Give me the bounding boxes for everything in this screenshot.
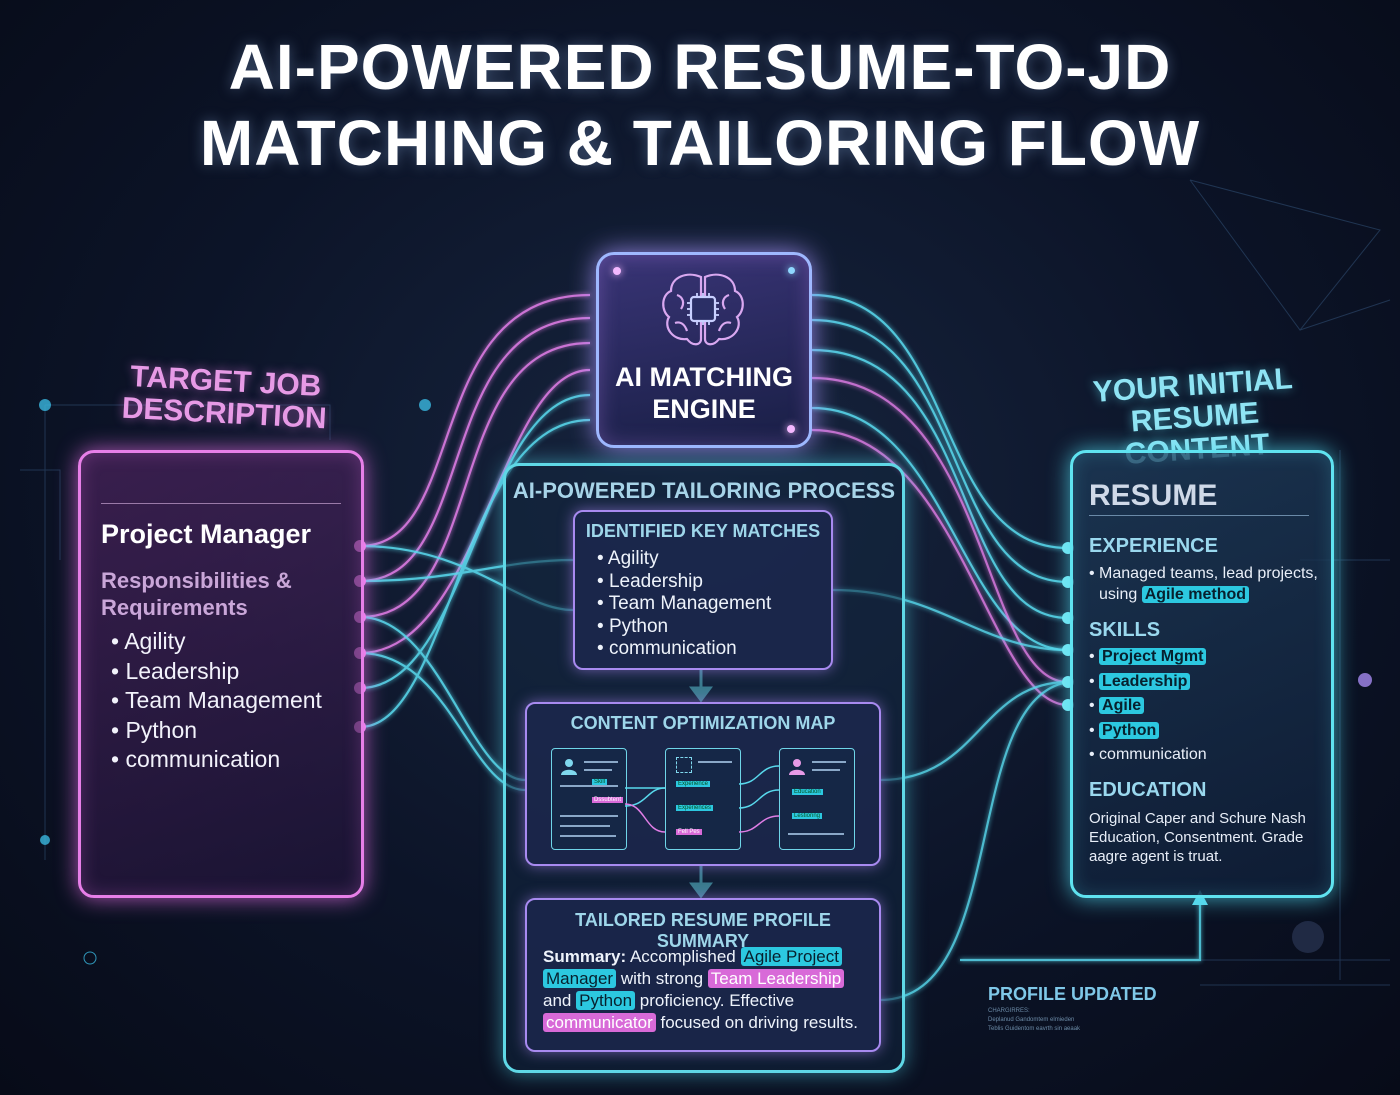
divider xyxy=(1089,515,1309,516)
skill-item: Leadership xyxy=(1089,670,1207,695)
person-icon xyxy=(789,759,805,775)
list-item: Python xyxy=(111,716,322,746)
skill-item: Python xyxy=(1089,719,1207,744)
education-heading: EDUCATION xyxy=(1089,779,1207,801)
summary-lead: Summary: xyxy=(543,947,627,966)
experience-line: using xyxy=(1099,586,1138,603)
experience-highlight: Agile method xyxy=(1141,586,1250,603)
summary-text-part: with strong xyxy=(620,969,704,988)
experience-heading: EXPERIENCE xyxy=(1089,535,1218,557)
list-item: communication xyxy=(111,745,322,775)
education-line: Education, Consentment. Grade xyxy=(1089,829,1304,846)
profile-summary-box: TAILORED RESUME PROFILE SUMMARY Summary:… xyxy=(525,898,881,1052)
corner-light xyxy=(788,267,795,274)
skill-highlight: Python xyxy=(1099,721,1160,739)
skill-highlight: Project Mgmt xyxy=(1099,648,1207,665)
summary-highlight: Team Leadership xyxy=(707,969,845,988)
jd-section-heading: Responsibilities & Requirements xyxy=(101,567,292,621)
skills-card: Experience Experiences Fell Pes xyxy=(665,748,741,850)
key-matches-box: IDENTIFIED KEY MATCHES Agility Leadershi… xyxy=(573,510,833,670)
job-description-panel: Project Manager Responsibilities & Requi… xyxy=(78,450,364,898)
detail-line: Teblis Guidentom eavrth sin aeaak xyxy=(988,1026,1081,1032)
page-title-line1: AI-POWERED RESUME-TO-JD xyxy=(228,31,1172,103)
page-title-line2: MATCHING & TAILORING FLOW xyxy=(199,107,1201,179)
skill-highlight: Agile xyxy=(1099,697,1145,714)
summary-highlight: Python xyxy=(576,991,636,1010)
detail-line: Deplanud Gandomtem elmieden xyxy=(988,1017,1075,1023)
education-text: Original Caper and Schure Nash Education… xyxy=(1089,809,1321,866)
card-tag: Education xyxy=(792,789,823,795)
engine-label-line2: ENGINE xyxy=(652,394,756,424)
summary-text-part: focused on driving results. xyxy=(660,1013,859,1032)
summary-text-part: Accomplished xyxy=(629,947,736,966)
content-map-title: CONTENT OPTIMIZATION MAP xyxy=(570,713,836,733)
skills-list: Project Mgmt Leadership Agile Python com… xyxy=(1089,645,1207,768)
education-line: aagre agent is truat. xyxy=(1089,848,1223,865)
engine-label-line1: AI MATCHING xyxy=(615,362,793,392)
detail-line: CHARGIRRES: xyxy=(988,1008,1030,1014)
list-item: Python xyxy=(597,616,771,639)
map-connectors xyxy=(624,765,780,833)
jd-requirements-list: Agility Leadership Team Management Pytho… xyxy=(111,627,322,775)
card-tag: Lestioring xyxy=(792,813,823,819)
key-matches-list: Agility Leadership Team Management Pytho… xyxy=(597,548,771,661)
card-tag: Experience xyxy=(676,781,711,787)
list-item: Leadership xyxy=(111,657,322,687)
list-item: Agility xyxy=(111,627,322,657)
education-card: Education Lestioring xyxy=(779,748,855,850)
resume-card: Skill Dssubtent xyxy=(551,748,627,850)
profile-updated-label: PROFILE UPDATED xyxy=(988,984,1157,1004)
skill-item: Agile xyxy=(1089,694,1207,719)
skill-text: communication xyxy=(1099,746,1207,763)
summary-highlight: communicator xyxy=(543,1013,656,1032)
resume-panel: RESUME EXPERIENCE • Managed teams, lead … xyxy=(1070,450,1334,898)
summary-text-part: proficiency. Effective xyxy=(639,991,795,1010)
skill-item: Project Mgmt xyxy=(1089,645,1207,670)
summary-text-part: and xyxy=(543,991,572,1010)
card-tag: Dssubtent xyxy=(592,797,624,803)
profile-updated-details: CHARGIRRES: Deplanud Gandomtem elmieden … xyxy=(988,1007,1080,1034)
jd-section-line1: Responsibilities & xyxy=(101,568,292,593)
summary-text: Summary: Accomplished Agile Project Mana… xyxy=(543,946,873,1034)
process-title: AI-POWERED TAILORING PROCESS xyxy=(512,478,896,503)
experience-text: • Managed teams, lead projects, using Ag… xyxy=(1089,565,1318,603)
education-line: Original Caper and Schure Nash xyxy=(1089,810,1306,827)
skill-highlight: Leadership xyxy=(1099,672,1191,690)
corner-light xyxy=(613,267,621,275)
experience-line: Managed teams, lead projects, xyxy=(1099,565,1318,582)
summary-title: TAILORED RESUME PROFILE SUMMARY xyxy=(575,910,831,951)
engine-label: AI MATCHING ENGINE xyxy=(599,361,809,425)
divider xyxy=(101,503,341,504)
chip-icon xyxy=(676,757,692,773)
card-tag: Skill xyxy=(592,779,608,785)
list-item: Team Management xyxy=(111,686,322,716)
ai-matching-engine: AI MATCHING ENGINE xyxy=(596,252,812,448)
summary-highlight: Agile Project xyxy=(740,947,842,966)
list-item: Leadership xyxy=(597,571,771,594)
job-role: Project Manager xyxy=(101,519,312,549)
brain-chip-icon xyxy=(662,273,744,346)
key-matches-title: IDENTIFIED KEY MATCHES xyxy=(585,521,821,541)
content-map-box: CONTENT OPTIMIZATION MAP Skill Dssubtent… xyxy=(525,702,881,866)
card-tag: Fell Pes xyxy=(676,829,702,835)
resume-heading: RESUME xyxy=(1089,479,1218,512)
person-icon xyxy=(561,759,577,775)
card-tag: Experiences xyxy=(676,805,714,811)
list-item: Team Management xyxy=(597,593,772,616)
summary-highlight: Manager xyxy=(543,969,617,988)
corner-light xyxy=(787,425,795,433)
skills-heading: SKILLS xyxy=(1089,619,1161,641)
list-item: communication xyxy=(597,638,771,661)
jd-section-line2: Requirements xyxy=(101,595,248,620)
jd-label: TARGET JOB DESCRIPTION xyxy=(118,360,331,436)
skill-item: communication xyxy=(1089,743,1207,768)
list-item: Agility xyxy=(597,548,771,571)
